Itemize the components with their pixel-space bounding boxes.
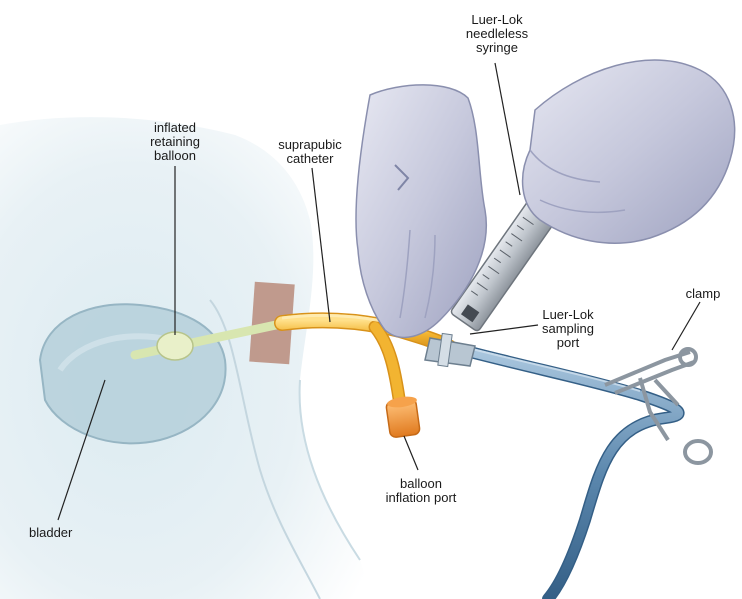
drainage-tubing xyxy=(470,349,679,599)
label-inflation-port: balloon inflation port xyxy=(368,477,474,505)
label-clamp-line-1: clamp xyxy=(678,287,728,301)
label-inflation-line-1: balloon xyxy=(368,477,474,491)
label-catheter-line-1: suprapubic xyxy=(258,138,362,152)
label-balloon-line-2: retaining xyxy=(130,135,220,149)
label-catheter: suprapubic catheter xyxy=(258,138,362,166)
label-sampling-port: Luer-Lok sampling port xyxy=(530,308,606,350)
label-balloon-line-1: inflated xyxy=(130,121,220,135)
label-syringe: Luer-Lok needleless syringe xyxy=(449,13,545,55)
label-port-line-3: port xyxy=(530,336,606,350)
label-port-line-1: Luer-Lok xyxy=(530,308,606,322)
label-balloon-line-3: balloon xyxy=(130,149,220,163)
label-bladder-line-1: bladder xyxy=(29,526,99,540)
label-bladder: bladder xyxy=(29,526,99,540)
label-inflation-line-2: inflation port xyxy=(368,491,474,505)
label-syringe-line-2: needleless xyxy=(449,27,545,41)
label-catheter-line-2: catheter xyxy=(258,152,362,166)
label-syringe-line-1: Luer-Lok xyxy=(449,13,545,27)
label-syringe-line-3: syringe xyxy=(449,41,545,55)
sampling-port-shape xyxy=(425,333,475,366)
label-balloon: inflated retaining balloon xyxy=(130,121,220,163)
label-clamp: clamp xyxy=(678,287,728,301)
right-glove xyxy=(523,60,735,243)
label-port-line-2: sampling xyxy=(530,322,606,336)
inflation-port-shape xyxy=(386,395,421,438)
bladder-shape xyxy=(40,304,226,443)
